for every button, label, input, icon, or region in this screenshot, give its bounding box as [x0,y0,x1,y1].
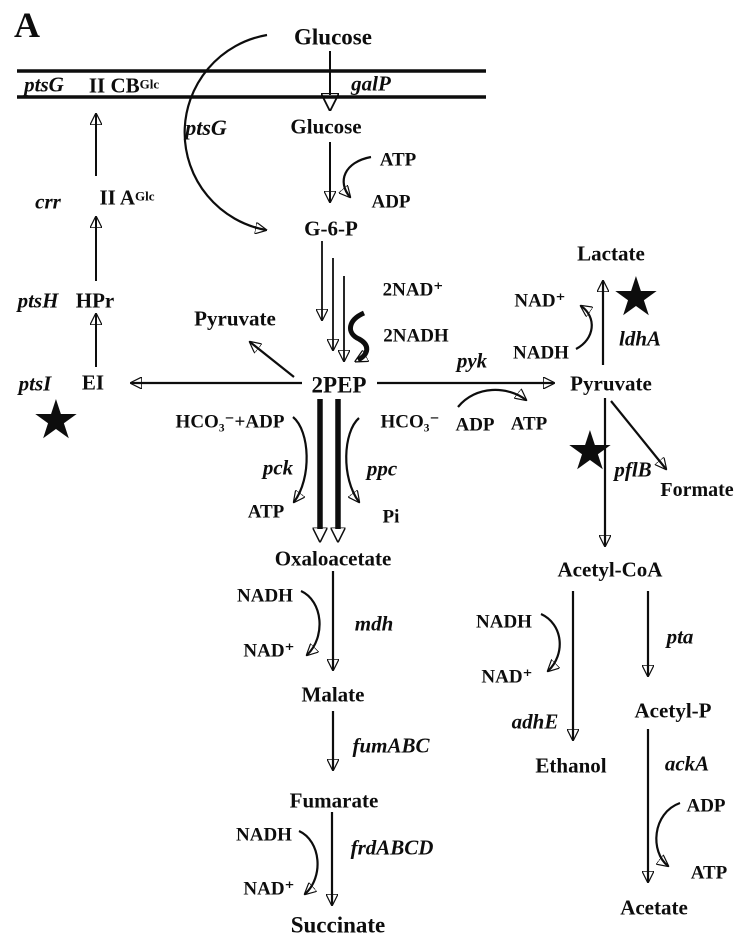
cofactor-adp-acka: ADP [686,795,726,817]
gene-label-adhe: adhE [511,709,559,734]
metabolite-pyruvate-pts: Pyruvate [194,306,276,331]
cofactor-2nadh: 2NADH [383,325,449,347]
gene-label-ppc: ppc [366,456,398,481]
gene-label-ldha: ldhA [618,326,662,351]
cofactor-nad-frd: NAD⁺ [243,878,295,900]
metabolite-ethanol: Ethanol [535,753,607,778]
arrow-nadh-to-nad-ldh [575,306,592,350]
cofactor-nadh-frd: NADH [236,824,292,846]
cofactor-hco3-adp-pck: HCO₃⁻+ADP [175,411,285,433]
gene-label-pyk: pyk [456,348,488,373]
cofactor-adp-pyk: ADP [455,414,495,436]
metabolite-acetyl-coa: Acetyl-CoA [557,557,663,582]
metabolite-g6p: G-6-P [304,216,358,241]
gene-label-ptsg-membrane: ptsG [24,72,64,97]
arrow-hco3-to-pi-ppc [345,417,359,502]
panel-label: A [14,5,40,45]
metabolite-pyruvate: Pyruvate [570,371,652,396]
metabolite-2pep: 2PEP [311,372,367,398]
mutation-star-icon-pflb: ★ [565,419,615,482]
gene-label-crr: crr [35,189,61,214]
mutation-star-icon-ptsi: ★ [31,388,81,451]
protein-label-ei: EI [81,370,105,395]
protein-label-hpr: HPr [75,288,115,313]
gene-label-mdh: mdh [354,611,394,636]
arrow-pep-to-pyruvate-pts [250,342,295,378]
arrow-atp-to-adp-glk [344,155,372,197]
gene-label-pck: pck [262,455,294,480]
metabolite-malate: Malate [301,682,365,707]
arrow-pts-glucose-curve [183,33,267,230]
metabolite-oxaloacetate: Oxaloacetate [274,546,392,571]
arrow-nadh-to-nad-adhe [540,612,561,671]
arrow-adp-to-atp-pyk [457,390,526,408]
arrow-hco3adp-to-atp-pck [292,416,308,502]
cofactor-atp-pck: ATP [247,501,285,523]
cofactor-nadh-ldh: NADH [513,342,569,364]
metabolite-acetyl-p: Acetyl-P [634,698,712,723]
cofactor-nad-adhe: NAD⁺ [481,666,533,688]
cofactor-nad-ldh: NAD⁺ [514,290,566,312]
arrow-nadh-to-nad-mdh [300,589,321,655]
gene-label-frdabcd: frdABCD [350,835,434,860]
gene-label-fumabc: fumABC [352,733,430,758]
protein-label-iicb: II CBGlc [88,73,160,98]
arrow-nadh-to-nad-frd [298,829,319,894]
cofactor-2nad: 2NAD⁺ [382,279,444,301]
gene-label-pflb: pflB [614,457,652,482]
gene-label-ptsg-curve: ptsG [185,115,227,140]
metabolite-formate: Formate [660,479,734,501]
cofactor-pi-ppc: Pi [382,506,400,528]
metabolite-glucose-external: Glucose [294,24,372,50]
metabolite-glucose-internal: Glucose [290,114,362,139]
gene-label-pta: pta [666,624,694,649]
cofactor-hco3-ppc: HCO₃⁻ [380,411,440,433]
cofactor-adp-glk: ADP [371,191,411,213]
gene-label-galp: galP [351,71,391,96]
arrow-nad-to-nadh-glycolysis [348,310,370,360]
cofactor-atp-pyk: ATP [510,413,548,435]
cofactor-nadh-mdh: NADH [237,585,293,607]
metabolite-succinate: Succinate [290,912,386,938]
arrow-adp-to-atp-acka [655,801,681,866]
arrow-pyruvate-to-formate [610,400,666,469]
metabolite-acetate: Acetate [620,895,688,920]
cofactor-atp-acka: ATP [690,862,728,884]
gene-label-ptsi: ptsI [18,371,52,396]
metabolite-fumarate: Fumarate [289,788,379,813]
cofactor-atp-glk: ATP [379,149,417,171]
gene-label-ptsh: ptsH [17,288,59,313]
metabolite-lactate: Lactate [577,241,645,266]
protein-label-iia: II AGlc [99,185,155,210]
cofactor-nadh-adhe: NADH [476,611,532,633]
mutation-star-icon-ldha: ★ [611,265,661,328]
gene-label-acka: ackA [664,751,710,776]
cofactor-nad-mdh: NAD⁺ [243,640,295,662]
